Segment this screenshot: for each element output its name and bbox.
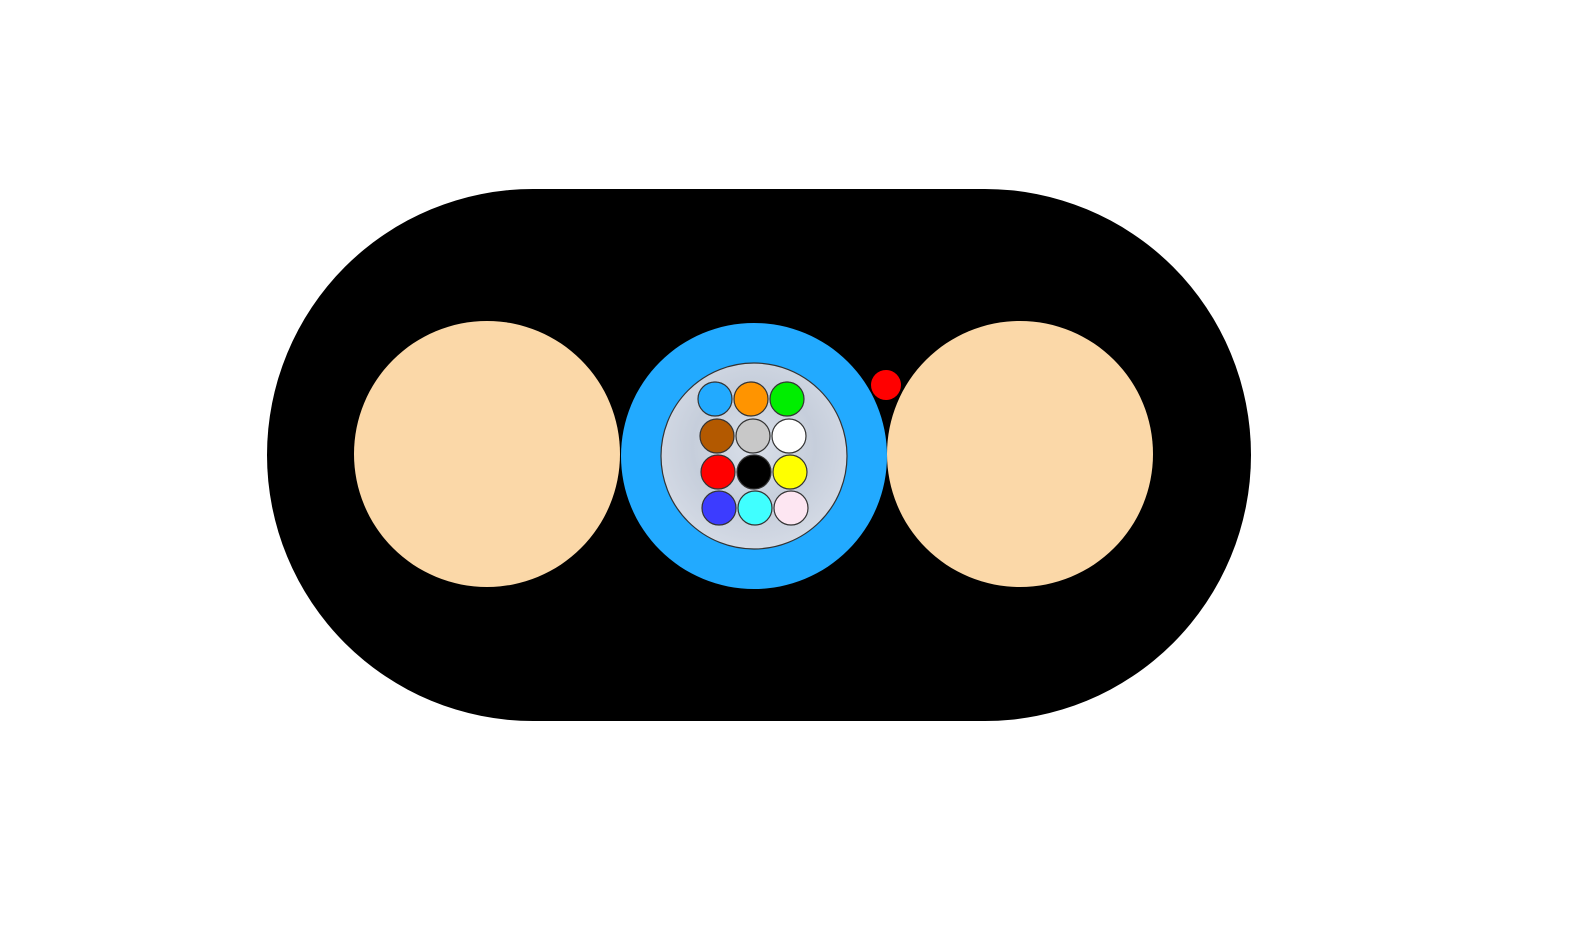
optical-fibers (697, 381, 809, 526)
optical-fiber (735, 418, 771, 454)
optical-fiber (769, 381, 805, 417)
optical-fiber (771, 418, 807, 454)
optical-fiber (697, 381, 733, 417)
optical-fiber (737, 490, 773, 526)
optical-fiber (773, 490, 809, 526)
strength-member-right (887, 321, 1153, 587)
optical-fiber (701, 490, 737, 526)
optical-fiber (733, 381, 769, 417)
strength-member-left (354, 321, 620, 587)
optical-fiber (772, 454, 808, 490)
optical-fiber (700, 454, 736, 490)
ripcord (871, 370, 901, 400)
optical-fiber (699, 418, 735, 454)
optical-fiber (736, 454, 772, 490)
